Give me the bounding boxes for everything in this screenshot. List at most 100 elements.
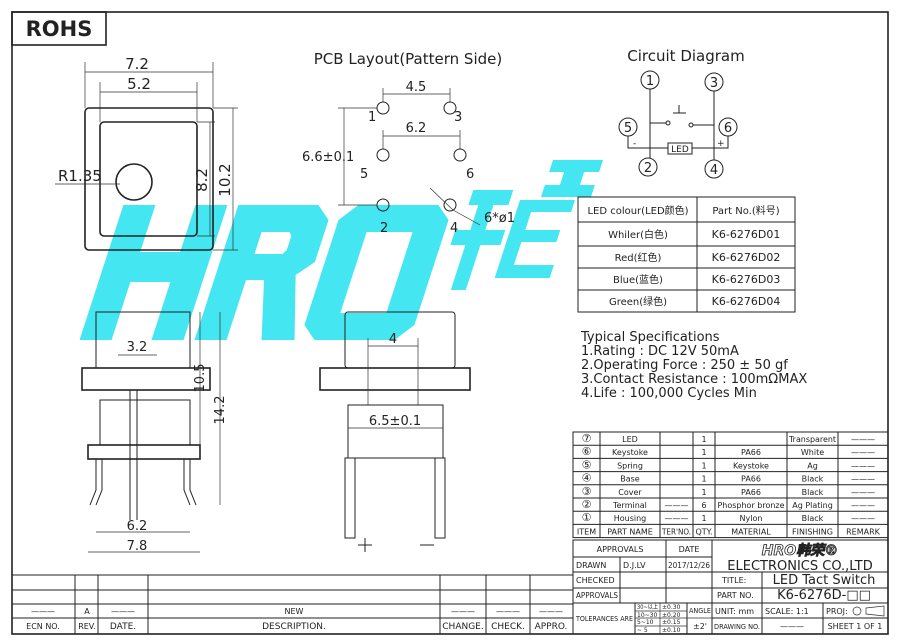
parts-cell: Base [620, 475, 640, 484]
front-view: 4 6.5±0.1 [319, 311, 471, 552]
parts-cell: Black [802, 514, 824, 523]
svg-text:———: ——— [111, 607, 135, 616]
company-logo: HRO韩荣® [762, 542, 838, 559]
svg-text:PART NO.: PART NO. [717, 591, 754, 600]
svg-text:Red(红色): Red(红色) [615, 251, 662, 264]
parts-cell: ——— [851, 475, 875, 484]
svg-text:NEW: NEW [285, 607, 304, 616]
parts-cell: Terminal [612, 501, 647, 510]
parts-header-cell: TER'NO. [661, 527, 691, 536]
svg-text:4: 4 [710, 163, 718, 178]
dim-top: 4 [389, 332, 397, 347]
parts-cell: 1 [701, 435, 706, 444]
parts-cell: ② [582, 498, 592, 511]
svg-text:Part No.(料号): Part No.(料号) [712, 204, 779, 217]
circuit-diagram: Circuit Diagram 1 2 3 4 5 6 LED - + [618, 47, 745, 179]
rohs-label: ROHS [26, 17, 93, 41]
parts-header-cell: PART NAME [607, 527, 653, 536]
pin-label-5: 5 [360, 167, 368, 182]
sheet-border [11, 11, 889, 635]
svg-text:ECN NO.: ECN NO. [26, 622, 60, 631]
svg-text:~ 5: ~ 5 [637, 627, 648, 634]
svg-text:1: 1 [646, 74, 654, 89]
part-number: K6-6276D-□□ [777, 588, 871, 603]
dim-inner-height: 8.2 [193, 168, 211, 192]
parts-cell: Spring [617, 461, 643, 470]
parts-cell: LED [622, 435, 638, 444]
svg-text:K6-6276D03: K6-6276D03 [712, 273, 781, 286]
parts-cell: 1 [701, 461, 706, 470]
parts-cell: 1 [701, 514, 706, 523]
svg-text:30~以上: 30~以上 [637, 603, 658, 611]
svg-text:CHECKED: CHECKED [576, 576, 615, 585]
dim-button: 3.2 [127, 340, 148, 355]
parts-cell: ⑦ [582, 432, 592, 445]
svg-text:±2': ±2' [693, 622, 707, 631]
parts-cell: White [801, 448, 824, 457]
revision-table: ——— A ——— NEW ——— ——— ——— ECN NO. REV. D… [12, 574, 573, 634]
svg-text:APPROVALS: APPROVALS [576, 591, 618, 600]
parts-cell: Keystoke [733, 461, 769, 470]
dim-outer-width: 7.2 [125, 55, 149, 73]
parts-cell: Nylon [740, 514, 763, 523]
svg-text:±0.15: ±0.15 [662, 619, 681, 626]
svg-text:D.J.LV: D.J.LV [623, 561, 646, 570]
svg-text:+: + [717, 139, 725, 149]
svg-text:±0.20: ±0.20 [662, 612, 681, 619]
pcb-layout: PCB Layout(Pattern Side) 4.5 6.2 6.6±0.1… [302, 50, 515, 236]
svg-text:5~10: 5~10 [637, 619, 654, 626]
circuit-title: Circuit Diagram [627, 47, 744, 65]
pin-label-1: 1 [368, 110, 376, 125]
parts-cell: ——— [851, 435, 875, 444]
parts-cell: Transparent [788, 435, 836, 444]
parts-header-cell: ITEM [577, 527, 596, 536]
parts-cell: ① [582, 511, 592, 524]
svg-text:2.Operating Force : 250 ± 50 g: 2.Operating Force : 250 ± 50 gf [581, 358, 788, 373]
parts-cell: ——— [665, 514, 689, 523]
dim-vertical: 6.6±0.1 [302, 150, 354, 165]
parts-cell: PA66 [741, 448, 761, 457]
parts-cell: ——— [851, 461, 875, 470]
parts-cell: Black [802, 488, 824, 497]
dim-radius: R1.35 [58, 167, 102, 185]
dim-base-width: 7.8 [127, 539, 148, 554]
parts-cell: ④ [582, 472, 592, 485]
svg-text:DATE.: DATE. [110, 622, 136, 632]
svg-text:PROJ:: PROJ: [826, 607, 848, 616]
company-name: ELECTRONICS CO.,LTD [727, 559, 872, 574]
svg-text:ANGLE: ANGLE [689, 607, 711, 615]
svg-text:SHEET 1 OF 1: SHEET 1 OF 1 [828, 622, 883, 631]
svg-text:A: A [84, 607, 90, 616]
parts-cell: 1 [701, 475, 706, 484]
svg-text:K6-6276D02: K6-6276D02 [712, 251, 781, 264]
svg-text:±0.10: ±0.10 [662, 627, 681, 634]
rohs-box [11, 11, 107, 46]
svg-text:10~30: 10~30 [637, 612, 657, 619]
typical-specifications: Typical Specifications 1.Rating : DC 12V… [580, 330, 807, 401]
parts-cell: Ag [807, 461, 818, 470]
svg-text:APPRO.: APPRO. [535, 622, 568, 632]
parts-cell: ⑥ [582, 445, 592, 458]
svg-text:UNIT: mm: UNIT: mm [715, 607, 754, 616]
svg-text:K6-6276D04: K6-6276D04 [712, 295, 781, 308]
dim-pitch-mid: 6.2 [406, 121, 427, 136]
hole-diameter: 6*ø1 [484, 211, 515, 226]
svg-text:———: ——— [451, 607, 475, 616]
svg-text:———: ——— [539, 607, 563, 616]
svg-text:DESCRIPTION.: DESCRIPTION. [262, 622, 326, 632]
svg-text:Green(绿色): Green(绿色) [609, 295, 667, 308]
parts-header-cell: QTY. [696, 527, 713, 536]
svg-text:CHANGE.: CHANGE. [442, 622, 483, 632]
parts-cell: Black [802, 475, 824, 484]
parts-cell: PA66 [741, 488, 761, 497]
title-block: APPROVALS DATE DRAWN D.J.LV 2017/12/26 C… [572, 539, 889, 635]
dim-height-1: 10.5 [193, 364, 208, 393]
svg-text:K6-6276D01: K6-6276D01 [712, 228, 781, 241]
svg-text:Whiler(白色): Whiler(白色) [608, 228, 668, 241]
pin-label-3: 3 [454, 110, 462, 125]
pin-label-4: 4 [450, 221, 458, 236]
svg-text:TITLE:: TITLE: [721, 576, 746, 585]
parts-cell: Phosphor bronze [717, 501, 784, 510]
parts-cell: 6 [701, 501, 706, 510]
svg-text:3: 3 [710, 76, 718, 91]
